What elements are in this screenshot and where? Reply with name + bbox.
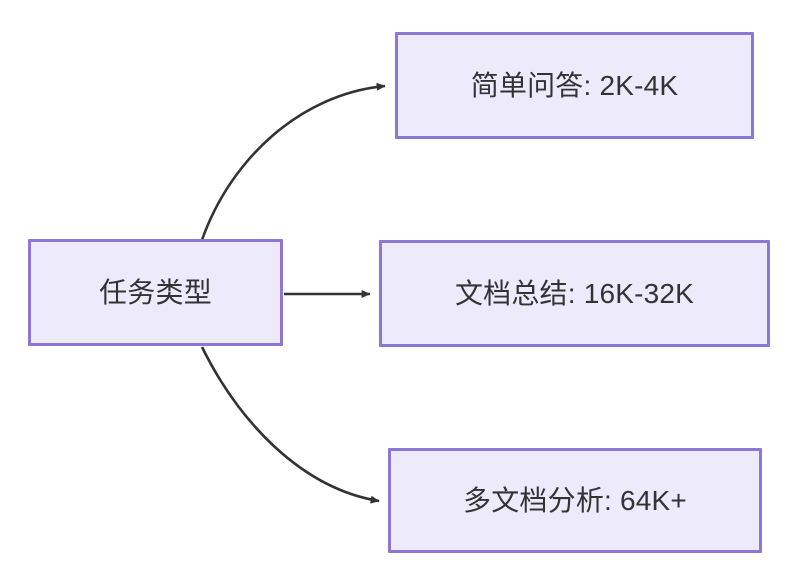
node-root-label: 任务类型 xyxy=(99,277,212,308)
node-simple-qa-label: 简单问答: 2K-4K xyxy=(470,70,679,101)
edge-root-multidoc xyxy=(200,346,380,504)
node-doc-sum[interactable]: 文档总结: 16K-32K xyxy=(379,240,770,347)
edge-root-simple-qa xyxy=(200,82,386,241)
node-doc-sum-label: 文档总结: 16K-32K xyxy=(454,278,695,309)
node-multidoc[interactable]: 多文档分析: 64K+ xyxy=(388,448,762,553)
node-simple-qa[interactable]: 简单问答: 2K-4K xyxy=(395,32,754,139)
node-multidoc-label: 多文档分析: 64K+ xyxy=(463,485,687,516)
node-root[interactable]: 任务类型 xyxy=(28,239,283,346)
